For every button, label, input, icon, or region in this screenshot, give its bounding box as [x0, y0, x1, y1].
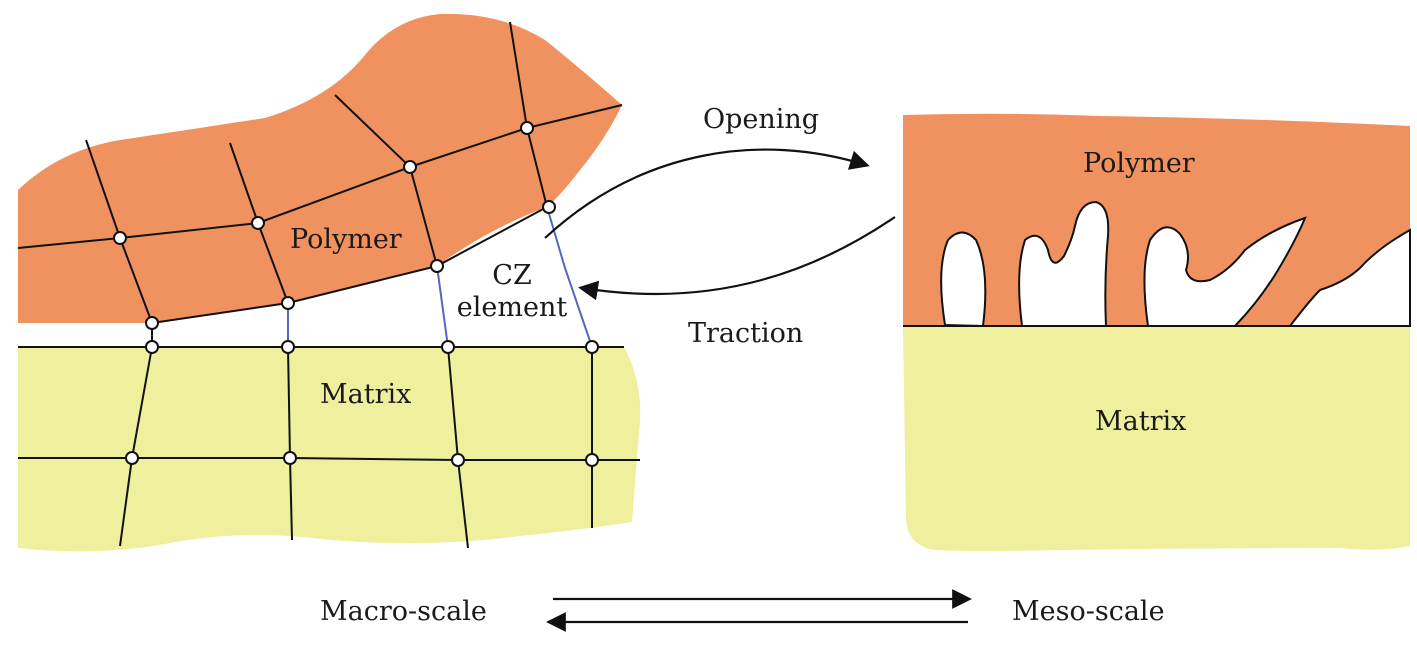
- opening-traction-arrows: [544, 148, 896, 301]
- meso-polymer-label: Polymer: [1083, 148, 1195, 179]
- scale-transfer-arrows: [546, 589, 972, 632]
- macro-polymer-region: [18, 13, 622, 323]
- opening-arrow: [544, 148, 870, 239]
- traction-arrow: [578, 216, 896, 301]
- opening-label: Opening: [703, 104, 819, 135]
- cz-label-line1: CZ: [492, 260, 531, 291]
- macro-scale-label: Macro-scale: [320, 596, 487, 627]
- traction-label: Traction: [688, 318, 803, 349]
- cz-label-line2: element: [457, 292, 568, 323]
- macro-matrix-label: Matrix: [320, 379, 411, 410]
- meso-matrix-label: Matrix: [1095, 406, 1186, 437]
- mesh-nodes: [113, 121, 599, 467]
- meso-voids: [940, 200, 1411, 328]
- meso-scale-label: Meso-scale: [1012, 596, 1165, 627]
- meso-matrix-region: [903, 326, 1410, 551]
- macro-scale-model: Polymer Matrix CZ element: [17, 13, 641, 552]
- macro-polymer-label: Polymer: [290, 224, 402, 255]
- meso-scale-model: Polymer Matrix: [903, 113, 1411, 551]
- macro-matrix-region: [18, 347, 641, 552]
